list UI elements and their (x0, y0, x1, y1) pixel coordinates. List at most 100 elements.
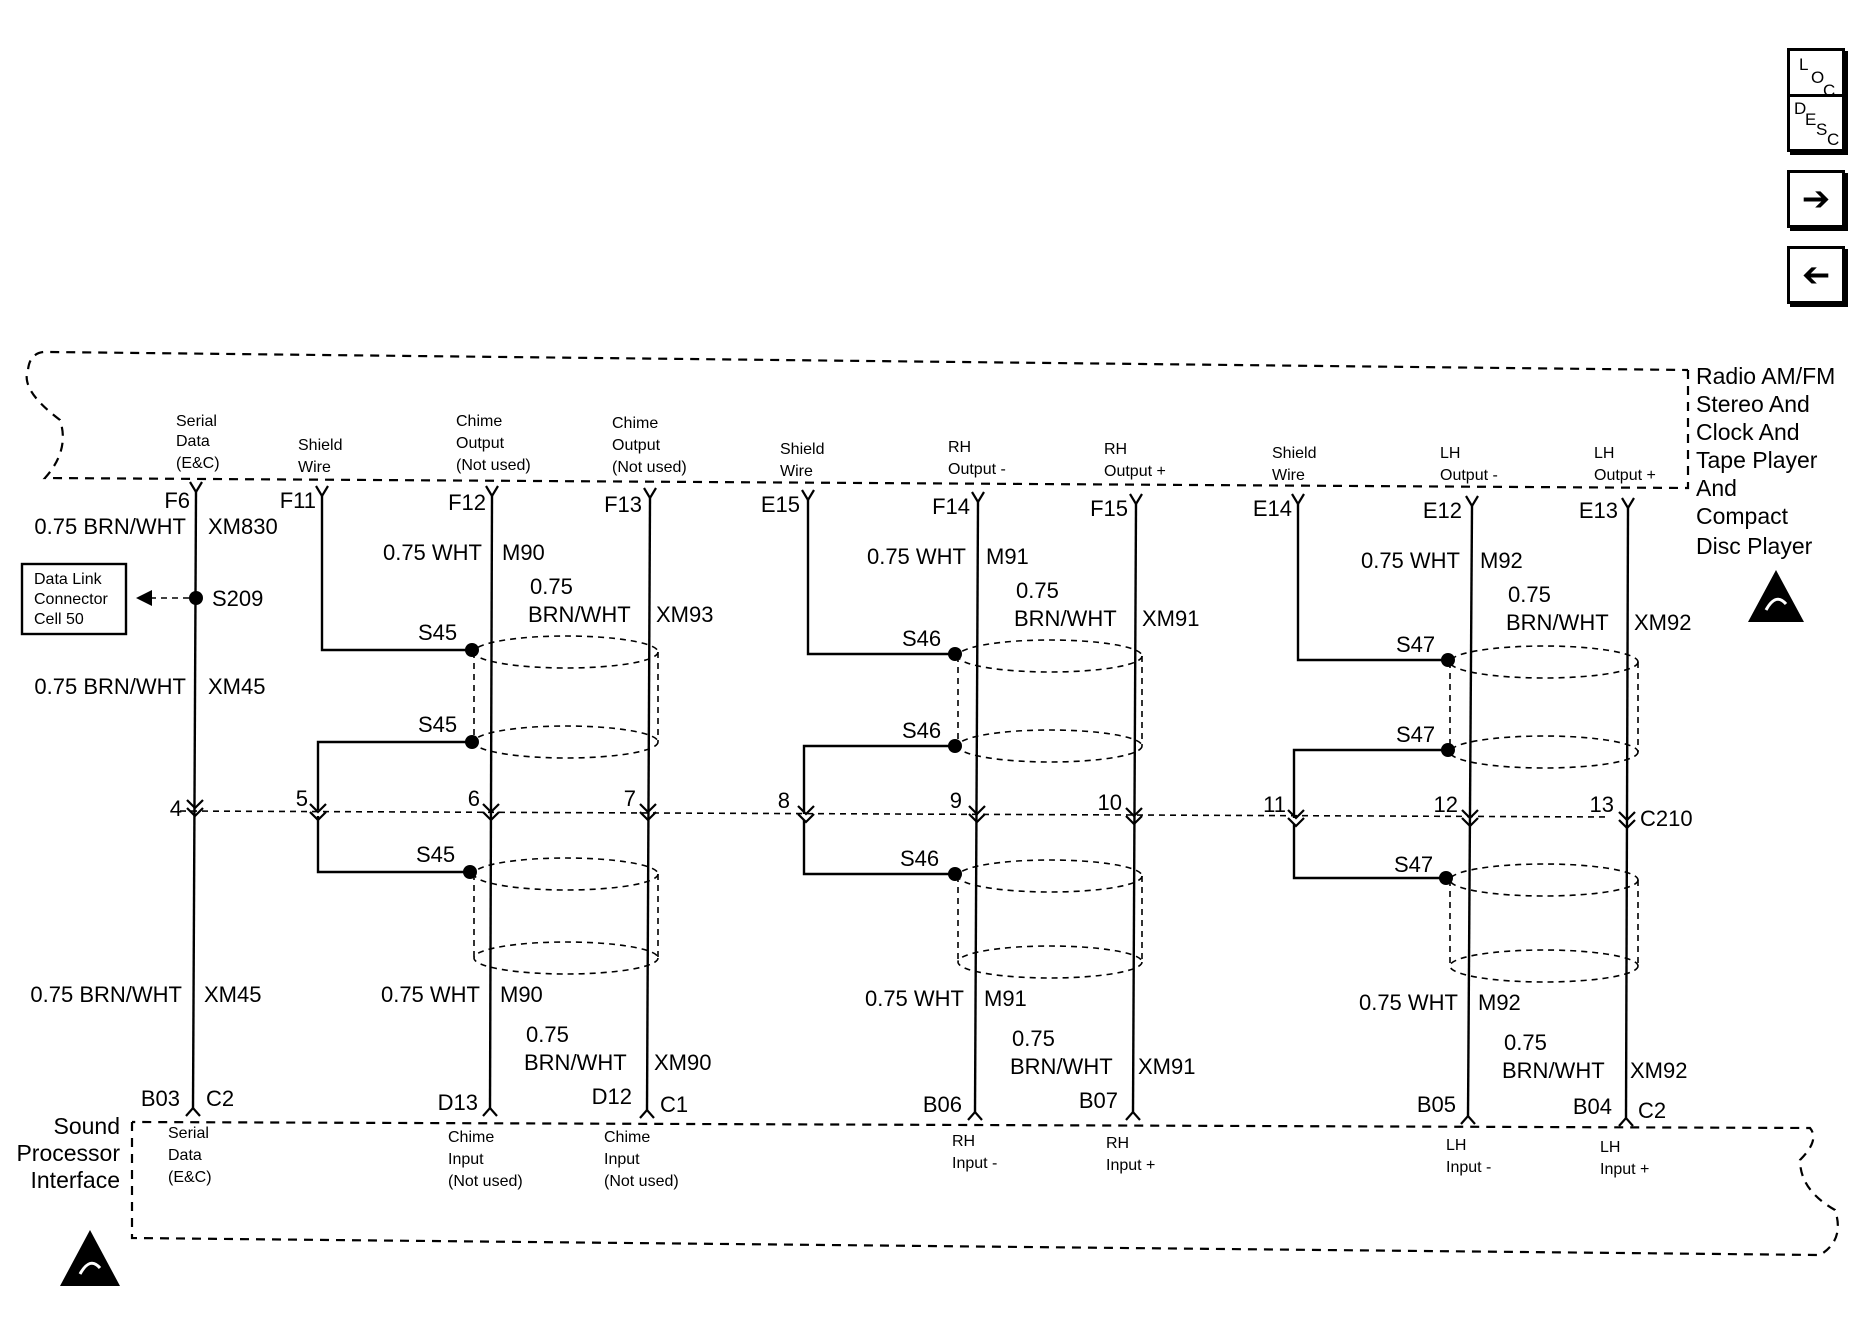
forward-button[interactable]: ➔ (1787, 170, 1845, 228)
splice-label: S45 (416, 842, 455, 867)
terminal-top-mark (1291, 493, 1305, 507)
bottom-pin-label: Input - (952, 1155, 997, 1172)
wire-circuit: XM45 (204, 982, 261, 1007)
wire-chime-b (645, 497, 652, 1111)
bottom-pin-label: LH (1600, 1139, 1620, 1156)
bottom-pin-label: Input (448, 1151, 484, 1168)
wire-circuit: XM830 (208, 514, 278, 539)
wire-color: 0.75 (1016, 578, 1059, 603)
top-pin-label: Chime (456, 413, 502, 430)
back-button[interactable]: ➔ (1787, 246, 1845, 304)
c210-chevron-mark (482, 811, 500, 822)
top-pin-label: LH (1440, 445, 1460, 462)
terminal-top-mark (1129, 493, 1143, 507)
bottom-pin-label: Chime (448, 1129, 494, 1146)
wire-circuit: M90 (502, 540, 545, 565)
c210-chevron-mark (968, 813, 986, 824)
wire-color: BRN/WHT (524, 1050, 627, 1075)
splice-dot-s45-2 (465, 735, 479, 749)
splice-label: S45 (418, 620, 457, 645)
wire-circuit: XM93 (656, 602, 713, 627)
radio-outline (25, 350, 1690, 490)
c210-pin: 7 (624, 786, 636, 811)
top-pin-label: Shield (780, 441, 824, 458)
radio-title-line: And (1696, 475, 1737, 501)
shield-wire-s47-mid (1292, 748, 1448, 818)
shield-cylinder-s47-top (1449, 645, 1639, 769)
shield-wire-f11 (320, 496, 472, 652)
splice-dot-s209 (189, 591, 203, 605)
wire-circuit: XM91 (1138, 1054, 1195, 1079)
top-pin-label: (Not used) (612, 459, 687, 476)
wire-circuit: XM91 (1142, 606, 1199, 631)
wire-color: BRN/WHT (1502, 1058, 1605, 1083)
terminal-marks (185, 481, 1636, 1127)
splice-label: S47 (1394, 852, 1433, 877)
bottom-pin: B04 (1573, 1094, 1612, 1119)
top-pin-label: Wire (1272, 467, 1305, 484)
terminal-top-mark (189, 481, 203, 495)
top-pin: E13 (1579, 498, 1618, 523)
sound-processor-outline (130, 1120, 1839, 1257)
splice-dot-s47-2 (1441, 743, 1455, 757)
shield-cylinder-s47-bottom (1449, 863, 1639, 983)
top-pin-label: Output (456, 435, 505, 452)
c210-chevron-mark (797, 813, 815, 824)
c210-chevron-mark (1125, 807, 1143, 818)
top-pin-label: Output - (1440, 467, 1498, 484)
wire-rh-minus (973, 501, 980, 1113)
bottom-pin-label: (Not used) (604, 1173, 679, 1190)
top-pin: E15 (761, 492, 800, 517)
splice-label: S46 (902, 626, 941, 651)
c210-pin: 11 (1263, 792, 1286, 817)
c210-chevron-mark (1618, 811, 1636, 822)
loc-letter-o: O (1811, 68, 1825, 87)
splice-dot-s46-3 (948, 867, 962, 881)
shield-cylinder-s46-top (957, 639, 1143, 763)
terminal-bottom-mark (1460, 1114, 1476, 1125)
c210-pin: 10 (1098, 790, 1122, 815)
bottom-connector: C1 (660, 1092, 688, 1117)
desc-button[interactable]: D E S C (1787, 94, 1845, 152)
wire-chime-a (488, 495, 494, 1109)
top-pin-label: Chime (612, 415, 658, 432)
shield-cylinder-s46-bottom (957, 859, 1143, 979)
terminal-top-mark (315, 485, 329, 499)
bottom-pin: D12 (592, 1084, 632, 1109)
bottom-pin: B06 (923, 1092, 962, 1117)
top-pin-label: Shield (1272, 445, 1316, 462)
wire-circuit: M90 (500, 982, 543, 1007)
wire-circuit: M91 (984, 986, 1027, 1011)
esd-sensitive-icon (1748, 570, 1804, 622)
bottom-pin: D13 (438, 1090, 478, 1115)
top-pin: E12 (1423, 498, 1462, 523)
shield-wire-e15 (806, 500, 955, 656)
bottom-pin: B05 (1417, 1092, 1456, 1117)
wire-circuit: M92 (1478, 990, 1521, 1015)
wire-color: 0.75 WHT (865, 986, 964, 1011)
bottom-pin-label: Serial (168, 1125, 209, 1142)
wire-color: 0.75 WHT (1361, 548, 1460, 573)
shield-wire-s46-low (802, 820, 955, 876)
top-pin-label: (E&C) (176, 455, 220, 472)
wire-circuit: M91 (986, 544, 1029, 569)
c210-pin: 9 (950, 788, 962, 813)
bottom-pin-label: Data (168, 1147, 202, 1164)
bottom-pin-label: RH (952, 1133, 975, 1150)
shield-wire-s46-mid (802, 744, 955, 814)
wire-serial-data (191, 491, 198, 1109)
c210-chevron-mark (186, 799, 204, 810)
top-pin-label: RH (1104, 441, 1127, 458)
top-pin: F14 (932, 494, 970, 519)
data-link-connector-box (20, 562, 128, 636)
wire-color: 0.75 (1508, 582, 1551, 607)
c210-chevron-mark (186, 807, 204, 818)
bottom-pin-label: Input - (1446, 1159, 1491, 1176)
top-pin-label: RH (948, 439, 971, 456)
wire-color: BRN/WHT (1010, 1054, 1113, 1079)
radio-title-line: Clock And (1696, 419, 1800, 445)
bottom-pin-label: Input + (1600, 1161, 1649, 1178)
c210-pin: 6 (468, 786, 480, 811)
top-pin: F12 (448, 490, 486, 515)
wire-color: 0.75 WHT (1359, 990, 1458, 1015)
